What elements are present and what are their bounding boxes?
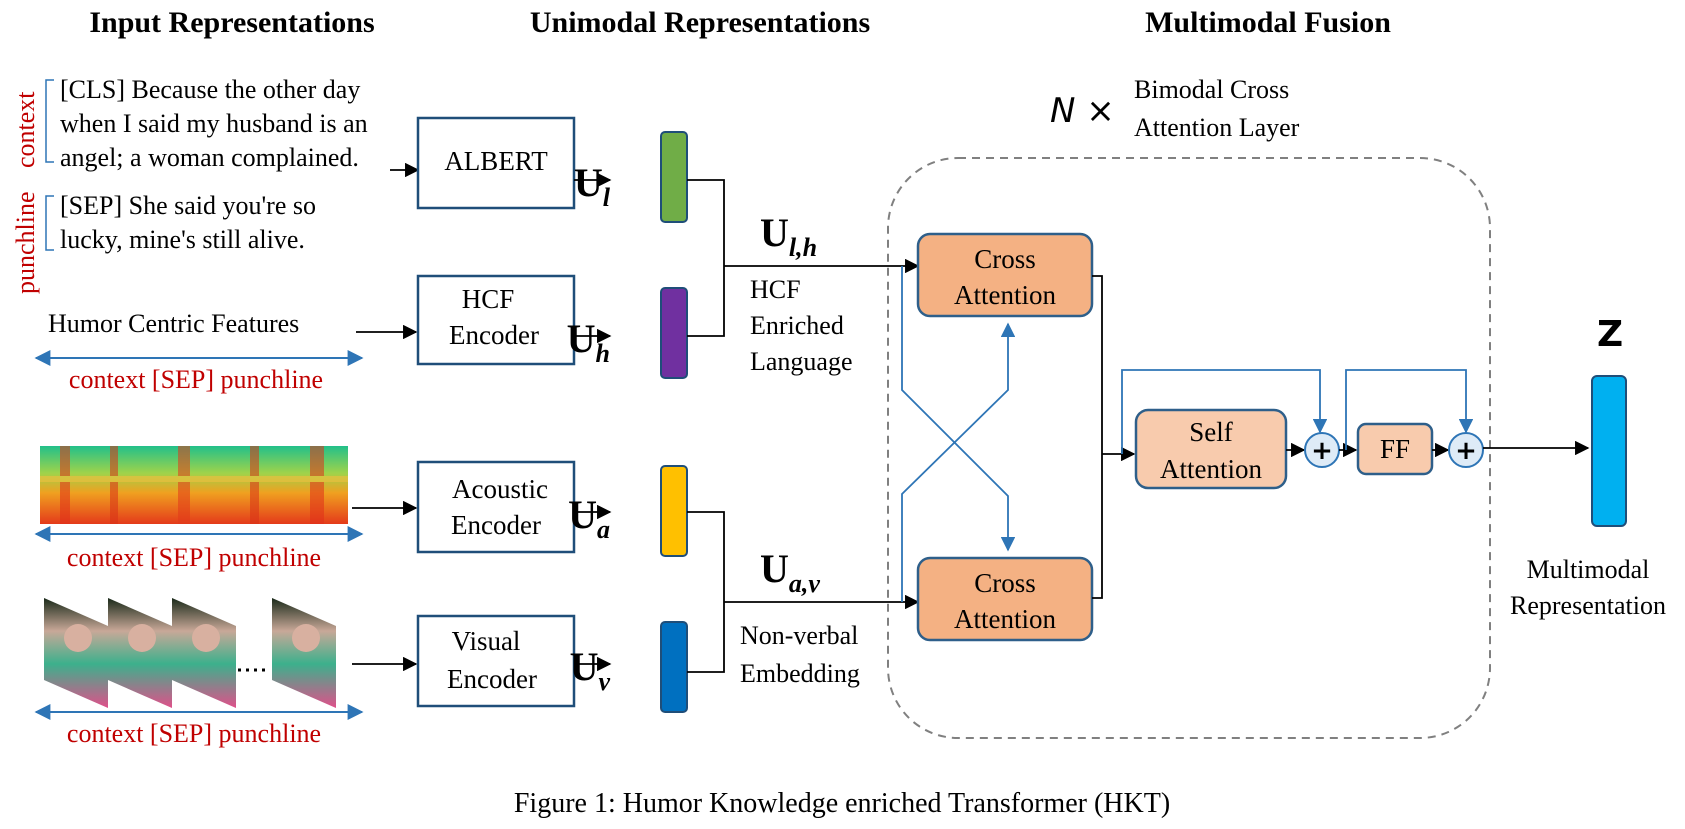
- header-input-representations: Input Representations: [89, 6, 374, 39]
- punchline-line-1: [SEP] She said you're so: [60, 191, 316, 220]
- output-label-1: Multimodal: [1527, 555, 1650, 584]
- side-label-context: context: [11, 91, 40, 168]
- cross-attention-top-box: [916, 232, 1094, 318]
- side-label: punchline context: [11, 91, 40, 294]
- header-unimodal-representations: Unimodal Representations: [530, 6, 870, 39]
- language-label-1: HCF: [750, 275, 801, 304]
- u-a-subscript: a: [597, 515, 610, 544]
- hcf-span-label: context [SEP] punchline: [69, 365, 323, 394]
- self-attention-label-2: Attention: [1160, 454, 1262, 484]
- spectrogram-image: [40, 446, 348, 524]
- u-v-vector: [660, 621, 688, 713]
- acoustic-encoder-label-1: Acoustic: [452, 474, 548, 504]
- feed-forward-box: [1356, 422, 1434, 476]
- layer-name-line-2: Attention Layer: [1134, 113, 1300, 142]
- side-label-punchline: punchline: [11, 191, 40, 294]
- header-multimodal-fusion: Multimodal Fusion: [1145, 6, 1391, 39]
- language-label-3: Language: [750, 347, 853, 376]
- u-h-vector: [660, 287, 688, 379]
- acoustic-encoder-label-2: Encoder: [451, 510, 541, 540]
- u-h-symbol: Uh: [567, 316, 610, 368]
- n-times-label: N ×: [1050, 91, 1115, 131]
- cross-attention-top-label-1: Cross: [974, 244, 1036, 274]
- cross-attention-bottom-label-2: Attention: [954, 604, 1056, 634]
- u-h-letter: U: [567, 316, 596, 361]
- context-line-3: angel; a woman complained.: [60, 143, 359, 172]
- u-av-symbol: Ua,v: [760, 546, 820, 598]
- hcf-encoder-label-2: Encoder: [449, 320, 539, 350]
- u-lh-symbol: Ul,h: [760, 210, 817, 262]
- u-v-letter: U: [570, 644, 599, 689]
- visual-encoder-label-2: Encoder: [447, 664, 537, 694]
- self-attention-box: [1134, 408, 1288, 490]
- cross-attention-bottom-label-1: Cross: [974, 568, 1036, 598]
- add-node-2: [1448, 432, 1484, 468]
- output-label-2: Representation: [1510, 591, 1666, 620]
- cross-attention-top-label-2: Attention: [954, 280, 1056, 310]
- hcf-input-label: Humor Centric Features: [48, 309, 299, 338]
- acoustic-encoder-box: [416, 460, 576, 554]
- u-a-symbol: Ua: [568, 492, 610, 544]
- albert-label: ALBERT: [444, 146, 548, 176]
- language-label-2: Enriched: [750, 311, 844, 340]
- self-attention-label-1: Self: [1189, 417, 1233, 447]
- layer-name-line-1: Bimodal Cross: [1134, 75, 1289, 104]
- context-line-1: [CLS] Because the other day: [60, 75, 360, 104]
- u-l-letter: U: [574, 160, 603, 205]
- add-node-2-label: +: [1455, 436, 1477, 466]
- context-bracket: [45, 79, 54, 163]
- u-av-subscript: a,v: [789, 569, 821, 598]
- u-lh-subscript: l,h: [789, 233, 817, 262]
- feed-forward-label: FF: [1380, 434, 1410, 464]
- visual-span-label: context [SEP] punchline: [67, 719, 321, 748]
- punchline-bracket: [45, 195, 54, 251]
- nonverbal-label-1: Non-verbal: [740, 621, 858, 650]
- hcf-encoder-label-1: HCF: [462, 284, 515, 314]
- u-av-letter: U: [760, 546, 789, 591]
- add-node-1-label: +: [1311, 436, 1333, 466]
- albert-encoder-box: [416, 116, 576, 210]
- visual-encoder-label-1: Visual: [452, 626, 521, 656]
- u-h-subscript: h: [596, 339, 610, 368]
- u-v-subscript: v: [598, 667, 610, 696]
- u-v-symbol: Uv: [570, 644, 611, 696]
- hcf-encoder-box: [416, 274, 576, 366]
- nonverbal-label-2: Embedding: [740, 659, 860, 688]
- acoustic-span-label: context [SEP] punchline: [67, 543, 321, 572]
- u-l-symbol: Ul: [574, 160, 611, 212]
- u-a-letter: U: [568, 492, 597, 537]
- visual-encoder-box: [416, 614, 576, 708]
- cross-attention-bottom-box: [916, 556, 1094, 642]
- punchline-line-2: lucky, mine's still alive.: [60, 225, 305, 254]
- z-vector: [1591, 375, 1627, 527]
- video-frames-image: [44, 598, 336, 708]
- u-l-vector: [660, 131, 688, 223]
- z-symbol: Z: [1597, 314, 1623, 355]
- figure-caption: Figure 1: Humor Knowledge enriched Trans…: [514, 788, 1170, 819]
- u-l-subscript: l: [603, 183, 611, 212]
- context-line-2: when I said my husband is an: [60, 109, 368, 138]
- u-lh-letter: U: [760, 210, 789, 255]
- u-a-vector: [660, 465, 688, 557]
